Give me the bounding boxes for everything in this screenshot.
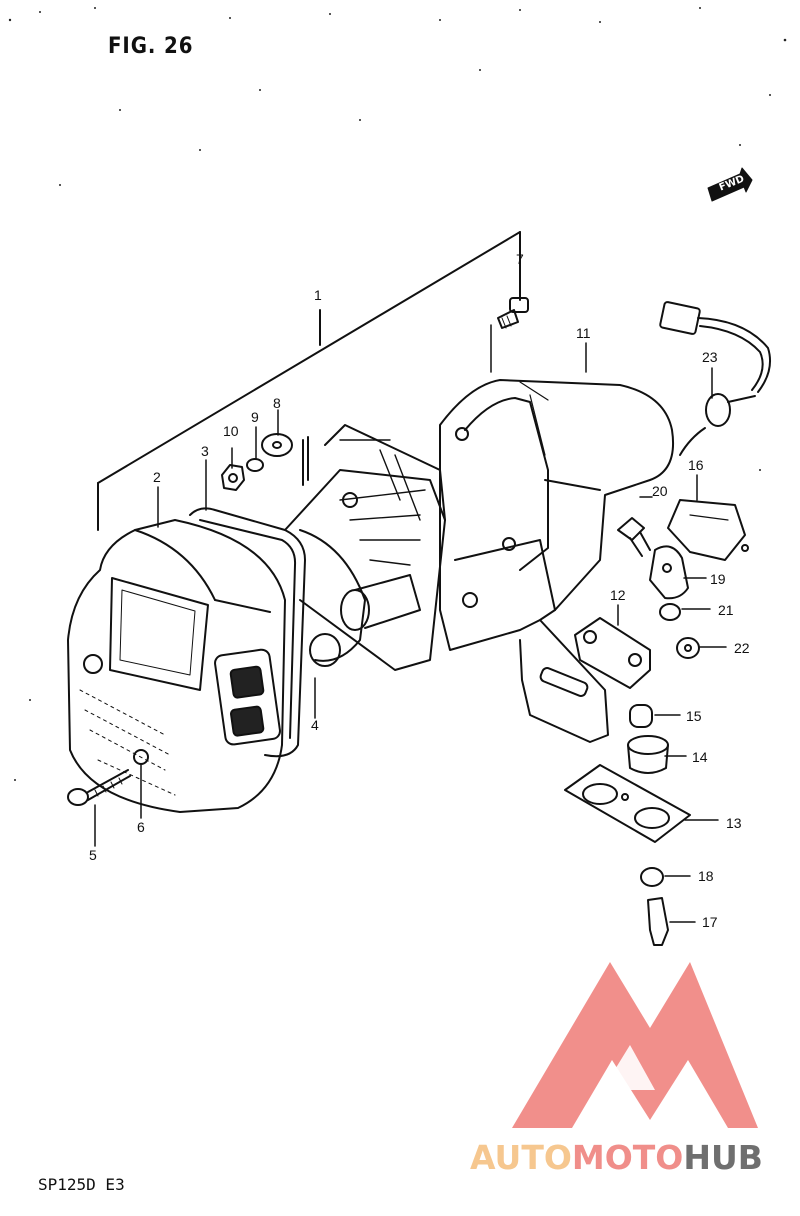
assembly-bracket-1	[97, 231, 521, 531]
callout-14: 14	[692, 749, 708, 765]
watermark-part-hub: HUB	[683, 1138, 763, 1177]
cushion-14	[627, 735, 669, 774]
washer-21	[659, 603, 681, 621]
callout-18: 18	[698, 868, 714, 884]
collar-15	[629, 704, 653, 728]
callout-19: 19	[710, 571, 726, 587]
callout-22: 22	[734, 640, 750, 656]
callout-8: 8	[273, 395, 281, 411]
callout-23: 23	[702, 349, 718, 365]
leader-lines	[94, 324, 727, 923]
taillight-lens	[67, 519, 286, 813]
callout-7: 7	[516, 251, 524, 267]
lamp-housing	[284, 424, 446, 671]
wiring-connector	[659, 301, 771, 456]
callout-13: 13	[726, 815, 742, 831]
screw-7	[497, 297, 529, 329]
callout-21: 21	[718, 602, 734, 618]
clip-12	[574, 617, 651, 689]
callout-15: 15	[686, 708, 702, 724]
screw-5	[67, 769, 131, 806]
hardware-8-9-10	[221, 433, 293, 491]
bolt-20	[617, 517, 651, 557]
callout-5: 5	[89, 847, 97, 863]
callout-9: 9	[251, 409, 259, 425]
figure-title: FIG. 26	[108, 34, 194, 59]
callout-16: 16	[688, 457, 704, 473]
watermark-part-moto: MOTO	[571, 1138, 684, 1177]
rear-fender-bracket	[439, 379, 674, 743]
model-code: SP125D E3	[38, 1175, 125, 1194]
callout-12: 12	[610, 587, 626, 603]
callout-3: 3	[201, 443, 209, 459]
callout-1: 1	[314, 287, 322, 303]
watermark-text: AUTOMOTOHUB	[470, 1138, 763, 1177]
clamp-19	[649, 545, 689, 600]
callout-4: 4	[311, 717, 319, 733]
callout-20: 20	[652, 483, 668, 499]
callout-11: 11	[576, 325, 591, 341]
scan-specks	[8, 7, 787, 781]
cover-16	[667, 499, 749, 561]
washer-6	[133, 749, 149, 765]
callout-17: 17	[702, 914, 718, 930]
watermark-logo	[512, 962, 758, 1128]
fwd-arrow-icon	[707, 167, 753, 202]
gasket	[189, 507, 306, 758]
callout-6: 6	[137, 819, 145, 835]
plate-13	[564, 764, 691, 843]
bolt-17	[647, 897, 669, 946]
callout-2: 2	[153, 469, 161, 485]
watermark-part-auto: AUTO	[470, 1138, 572, 1177]
nut-22	[676, 637, 700, 659]
washer-18	[640, 867, 664, 887]
callout-10: 10	[223, 423, 239, 439]
